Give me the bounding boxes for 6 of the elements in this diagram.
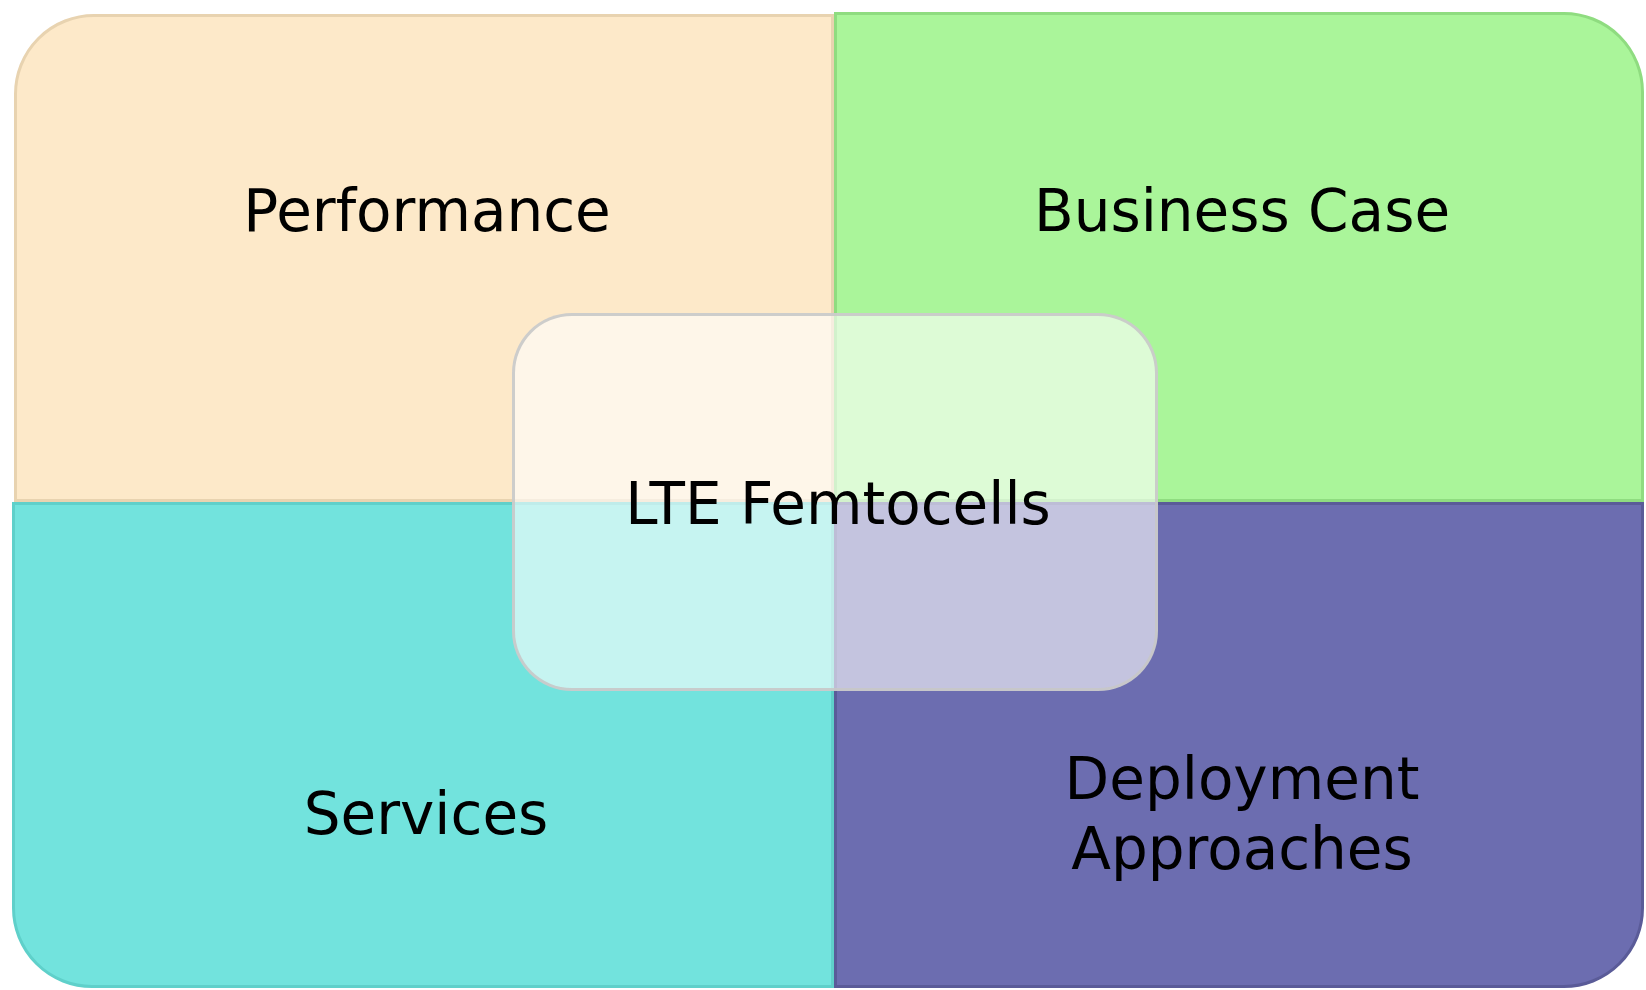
node-label: Performance [243, 177, 611, 247]
node-label: LTE Femtocells [625, 470, 1051, 540]
node-label: Services [303, 780, 549, 850]
center-box [512, 313, 1158, 691]
node-label: Deployment Approaches [1063, 745, 1421, 885]
node-label: Business Case [1033, 177, 1451, 247]
